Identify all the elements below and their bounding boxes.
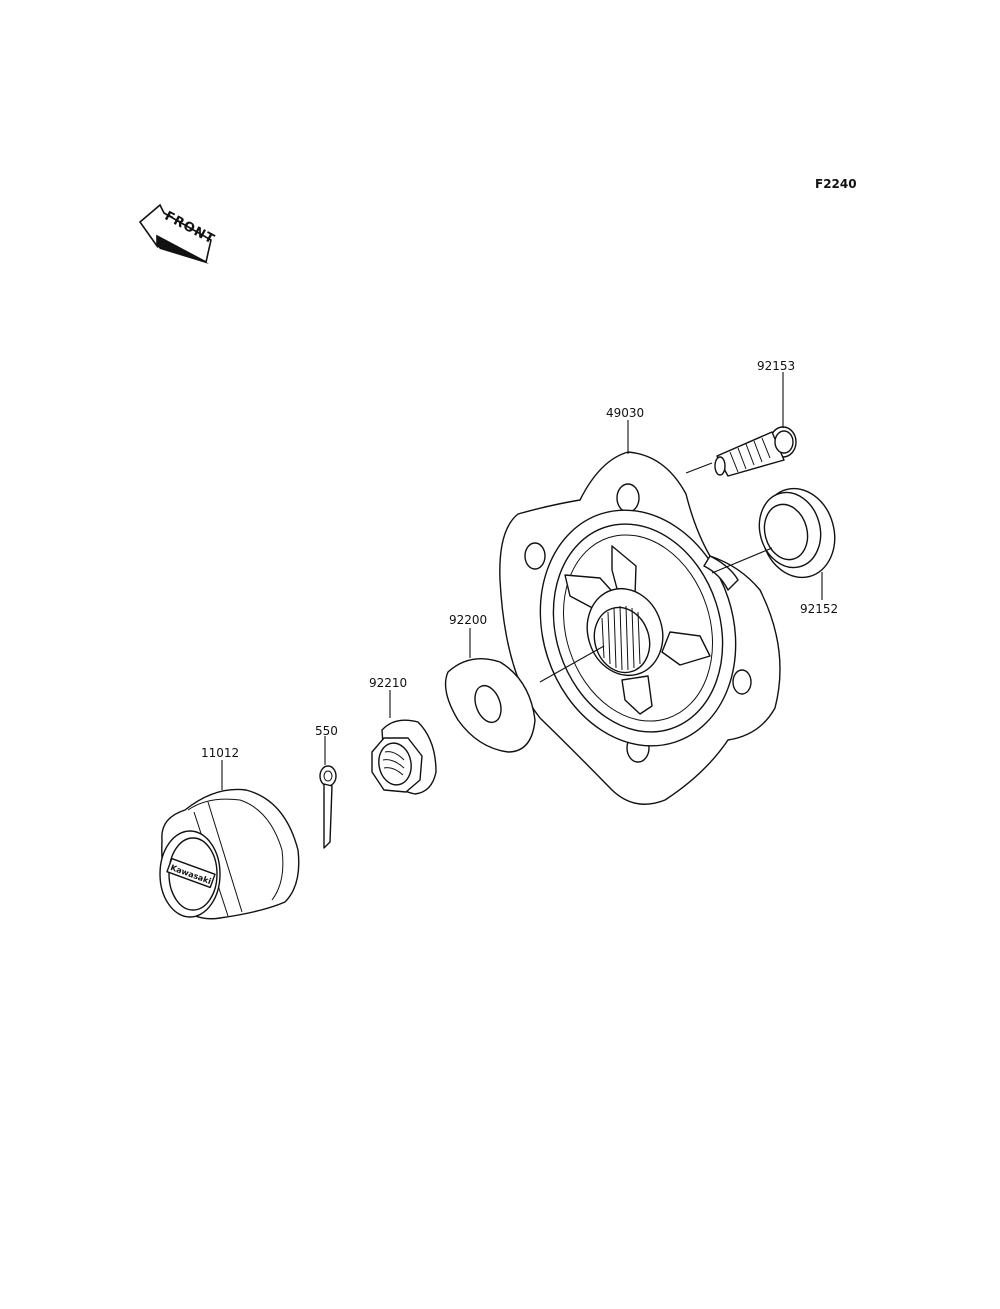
part-wheel-stud (714, 426, 797, 477)
part-washer (444, 658, 536, 753)
leader-lines (221, 372, 823, 790)
part-hub-cap: Kawasaki (159, 788, 300, 920)
label-49030: 49030 (606, 406, 644, 420)
label-92152: 92152 (800, 602, 838, 616)
part-hub (499, 451, 781, 805)
label-92153: 92153 (757, 359, 795, 373)
label-11012: 11012 (201, 746, 239, 760)
label-92210: 92210 (369, 676, 407, 690)
part-nut (371, 719, 437, 795)
part-cotter-pin (319, 765, 337, 849)
label-92200: 92200 (449, 613, 487, 627)
label-550: 550 (315, 724, 338, 738)
front-arrow-icon: FRONT (138, 203, 217, 264)
diagram-id: F2240 (815, 177, 857, 191)
part-oil-seal (758, 487, 836, 579)
